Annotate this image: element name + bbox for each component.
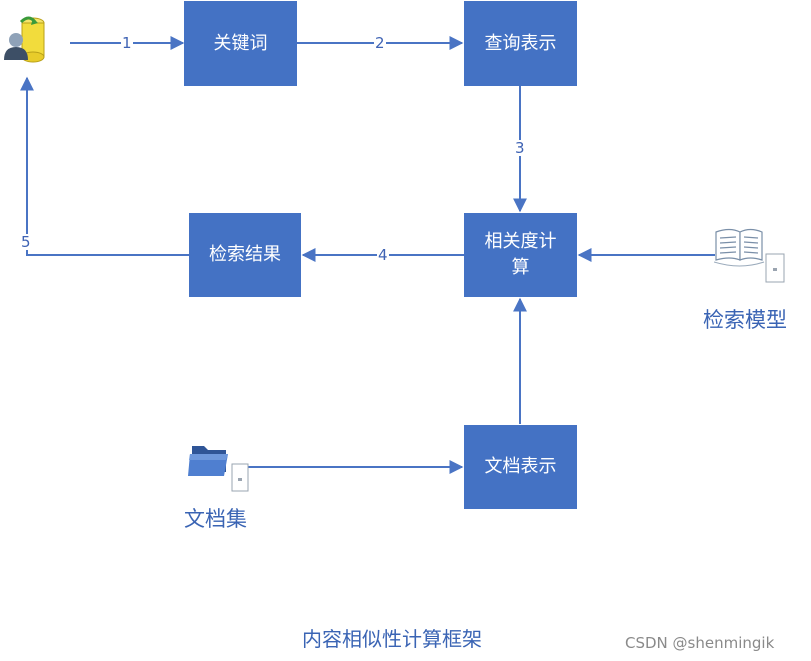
node-query-representation[interactable]: 查询表示	[464, 1, 577, 86]
folder-icon	[188, 440, 250, 492]
open-book-icon	[714, 226, 788, 284]
edge-label-2: 2	[374, 34, 386, 52]
node-search-results-label: 检索结果	[209, 244, 281, 265]
node-keyword[interactable]: 关键词	[184, 1, 297, 86]
user-database-icon	[3, 14, 51, 64]
edge-label-5: 5	[20, 233, 32, 251]
caption-retrieval-model: 检索模型	[703, 308, 787, 332]
node-relevance-calculation-label: 相关度计算	[484, 231, 557, 278]
node-document-representation-label: 文档表示	[484, 456, 557, 477]
node-query-representation-label: 查询表示	[484, 32, 557, 54]
watermark: CSDN @shenmingik	[625, 634, 775, 652]
edge-5-results-to-user	[20, 76, 189, 256]
edge-label-3: 3	[514, 139, 526, 157]
node-search-results[interactable]: 检索结果	[189, 213, 301, 297]
edge-label-4: 4	[377, 246, 389, 264]
node-keyword-label: 关键词	[213, 32, 268, 54]
figure-title: 内容相似性计算框架	[302, 627, 482, 651]
node-relevance-calculation[interactable]: 相关度计算	[464, 213, 577, 297]
caption-document-collection: 文档集	[184, 507, 247, 531]
node-document-representation[interactable]: 文档表示	[464, 425, 577, 509]
edge-label-1: 1	[121, 34, 133, 52]
